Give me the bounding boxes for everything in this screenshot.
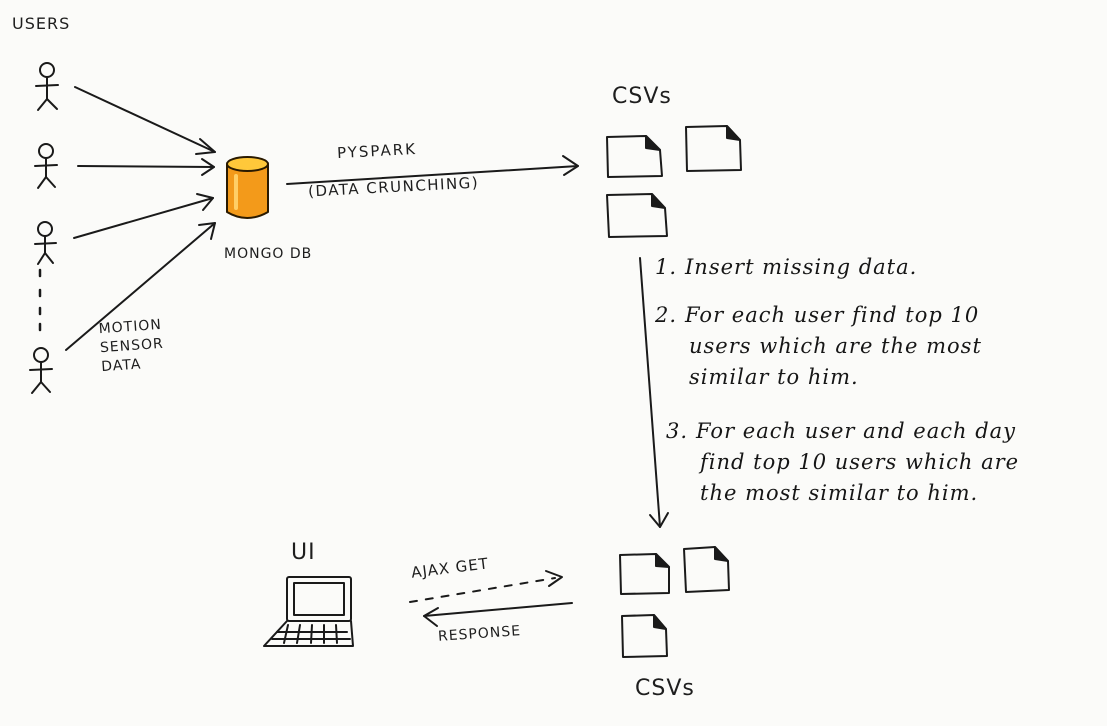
step-number: 1. [655, 255, 678, 279]
step-text: For each user and each day [696, 419, 1017, 443]
step-3: 3. For each user and each day find top 10… [666, 416, 1019, 509]
step-text: For each user find top 10 [685, 303, 980, 327]
user-stick-figure-icon [34, 221, 57, 265]
user-stick-figure-icon [35, 62, 59, 111]
step-number: 2. [655, 303, 678, 327]
ui-label: UI [291, 540, 316, 565]
db-label: MONGO DB [224, 246, 313, 262]
user-to-db-arrows [65, 86, 216, 351]
pyspark-arrow [286, 155, 579, 185]
step-number: 3. [666, 419, 689, 443]
csvs-bottom-label: CSVs [635, 676, 695, 701]
step-text: find top 10 users which are [700, 450, 1020, 474]
document-icon [606, 135, 663, 178]
laptop-icon [263, 576, 354, 647]
document-icon [683, 546, 730, 593]
step-text: Insert missing data. [685, 255, 918, 279]
user-stick-figure-icon [29, 347, 53, 394]
database-cylinder-icon [226, 156, 269, 219]
document-icon [685, 125, 742, 172]
step-text: the most similar to him. [700, 481, 979, 505]
motion-sensor-label: MOTION SENSOR DATA [98, 316, 166, 377]
step-text: similar to him. [689, 365, 859, 389]
step-text: users which are the most [689, 334, 982, 358]
user-stick-figure-icon [34, 143, 58, 189]
processing-arrow [639, 257, 669, 528]
response-arrow [423, 602, 573, 627]
document-icon [606, 193, 668, 238]
request-arrow [409, 570, 563, 603]
document-icon [621, 614, 668, 658]
step-2: 2. For each user find top 10 users which … [655, 300, 982, 393]
users-label: USERS [12, 14, 71, 33]
csvs-top-label: CSVs [612, 84, 672, 109]
step-1: 1. Insert missing data. [655, 252, 917, 283]
document-icon [619, 553, 670, 595]
